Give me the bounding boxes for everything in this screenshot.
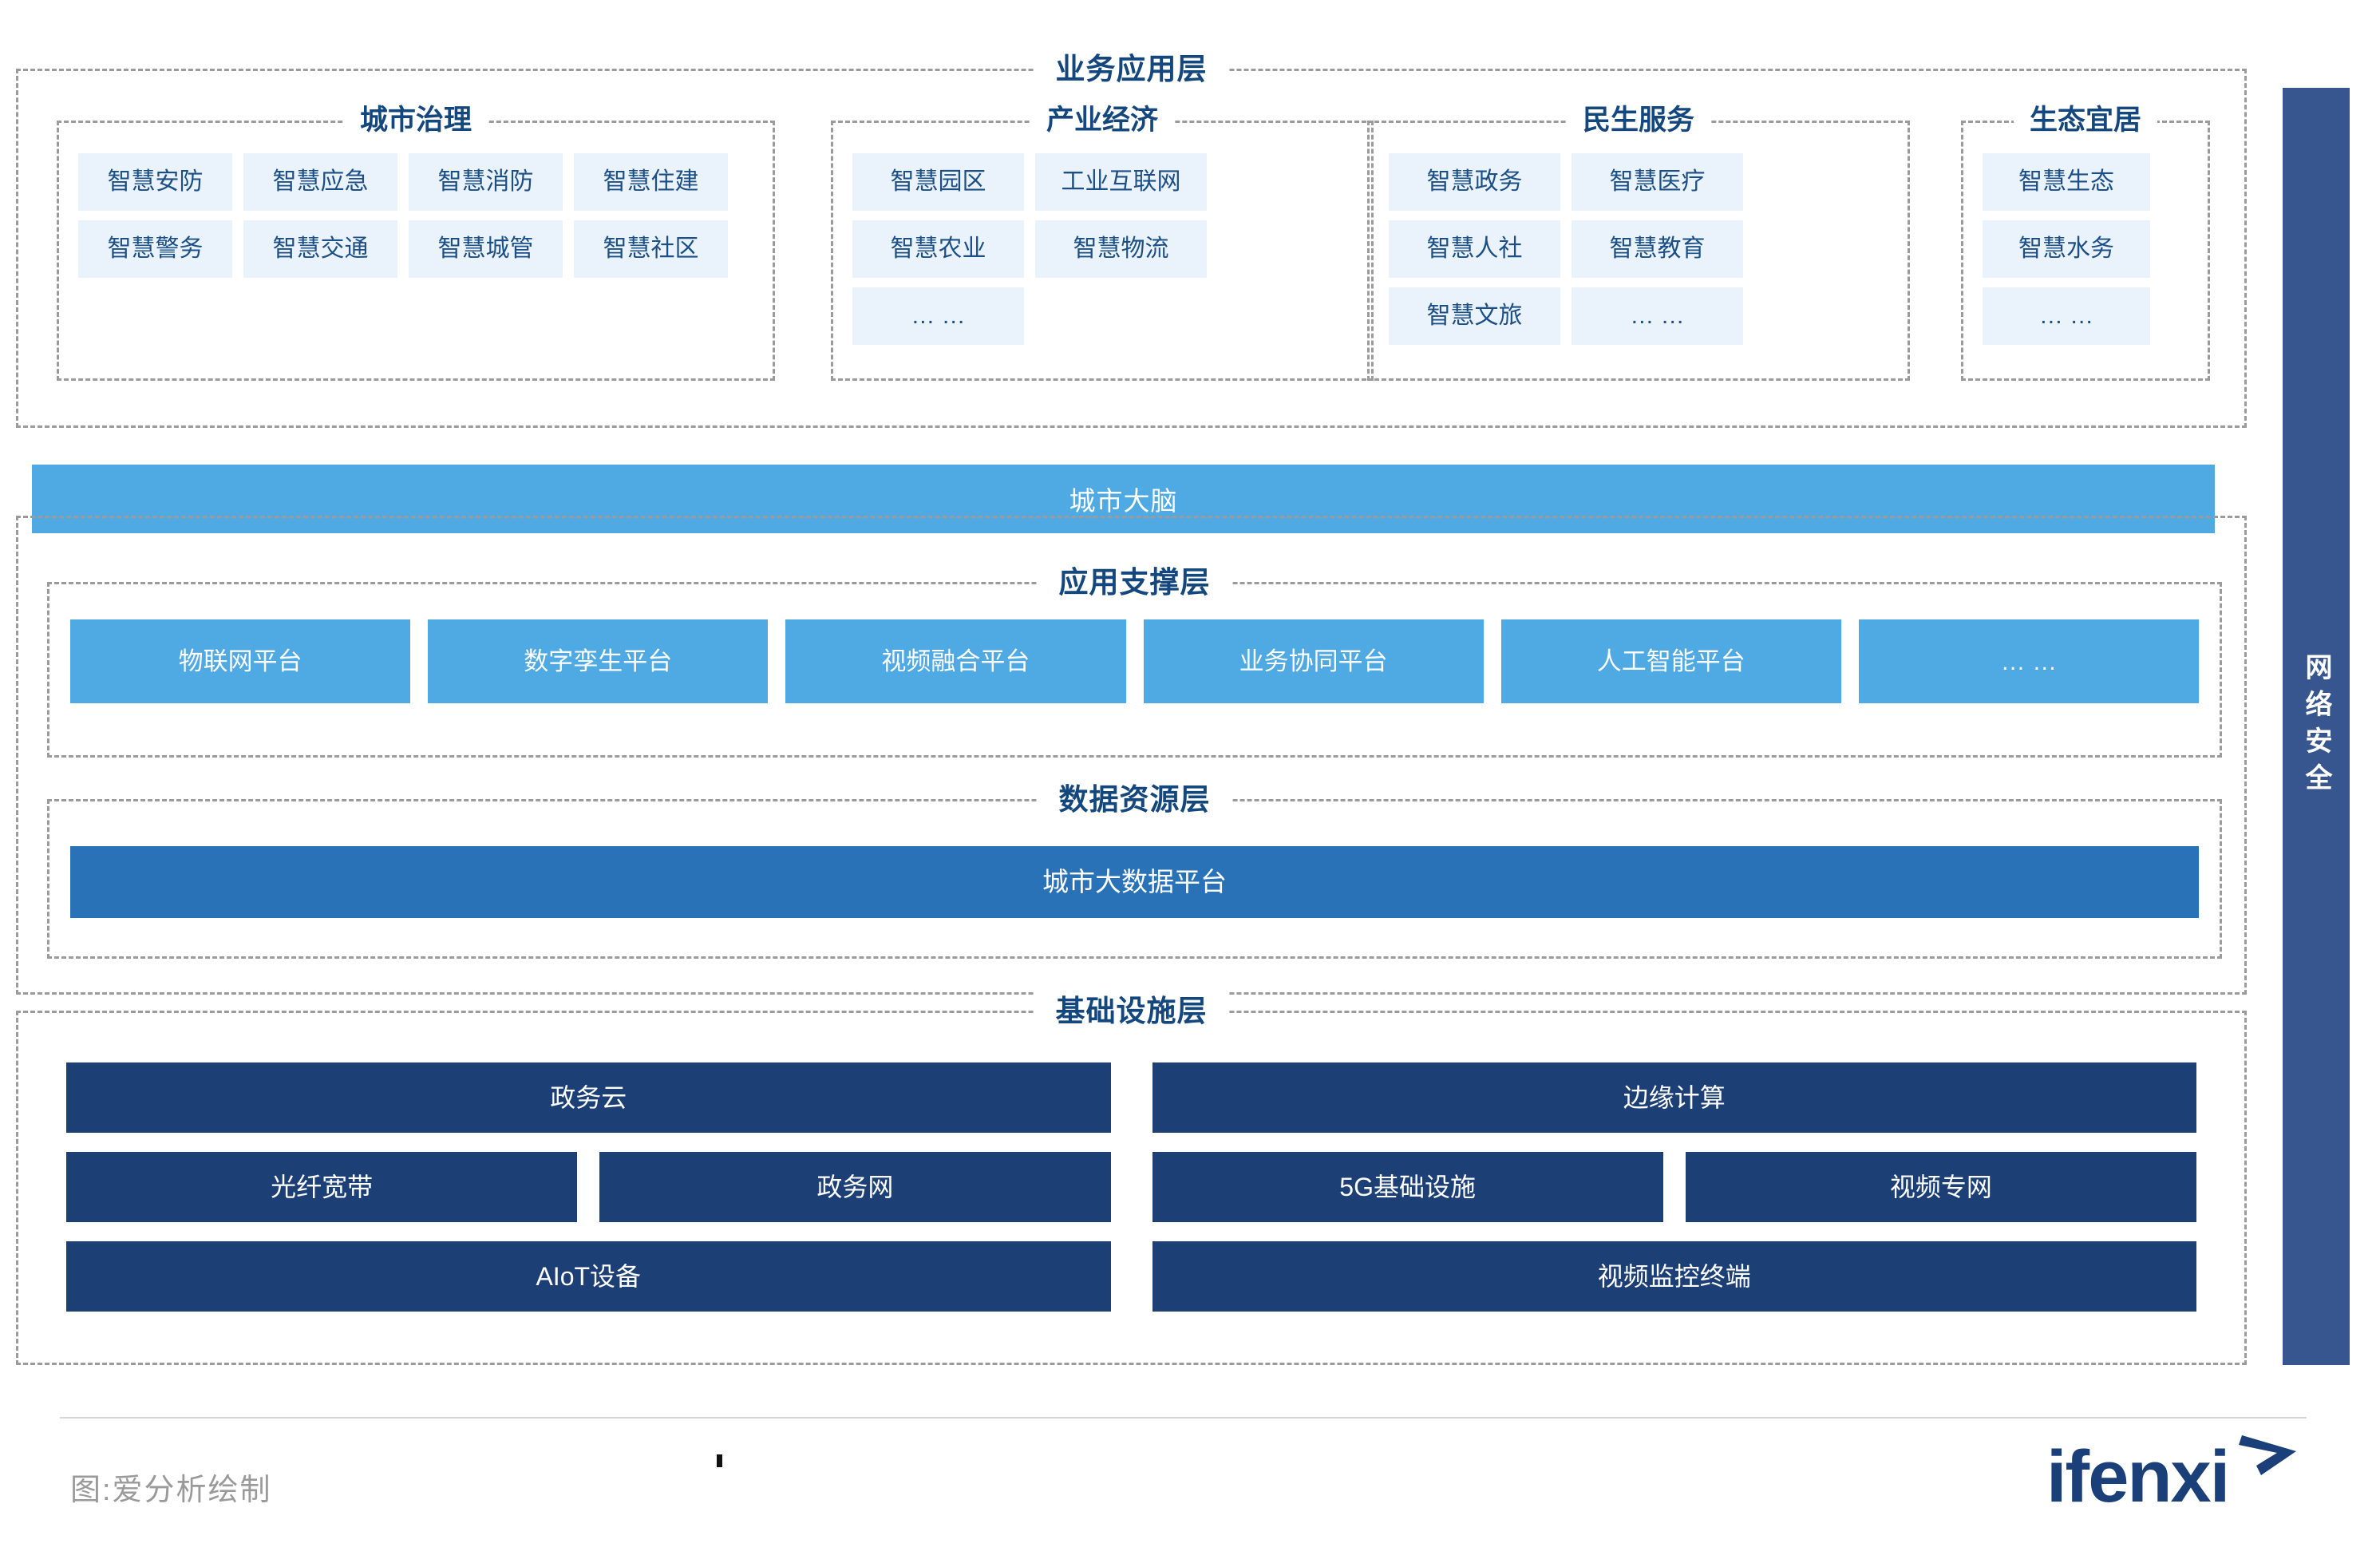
app-chip[interactable]: 智慧农业 [852,220,1024,278]
data-layer-title: 数据资源层 [1038,778,1232,822]
infra-right-middle-row: 5G基础设施 视频专网 [1152,1152,2196,1222]
infra-left-middle-row: 光纤宽带 政务网 [66,1152,1111,1222]
app-chip[interactable]: 工业互联网 [1035,153,1207,211]
platform-chip[interactable]: 数字孪生平台 [428,619,769,703]
support-platform-row: 物联网平台 数字孪生平台 视频融合平台 业务协同平台 人工智能平台 … … [70,619,2200,703]
infra-chip-fiber-broadband[interactable]: 光纤宽带 [66,1152,578,1222]
app-chip[interactable]: 智慧教育 [1572,220,1743,278]
app-chip[interactable]: 智慧文旅 [1389,287,1560,345]
platform-chip[interactable]: 业务协同平台 [1143,619,1484,703]
infrastructure-right-column: 边缘计算 5G基础设施 视频专网 视频监控终端 [1152,1062,2196,1312]
app-chip[interactable]: 智慧住建 [574,153,728,211]
city-big-data-platform-bar[interactable]: 城市大数据平台 [70,846,2199,918]
ifenxi-logo-text: ifenxi [2046,1436,2230,1517]
group-public-services: 民生服务 智慧政务 智慧医疗 智慧人社 智慧教育 智慧文旅 … … [1367,97,1910,381]
group-industrial-economy: 产业经济 智慧园区 工业互联网 智慧农业 智慧物流 … … [831,97,1374,381]
business-layer-title: 业务应用层 [1034,47,1228,92]
platform-chip[interactable]: 物联网平台 [70,619,411,703]
group-public-services-items: 智慧政务 智慧医疗 智慧人社 智慧教育 智慧文旅 … … [1389,153,1888,345]
support-layer-title: 应用支撑层 [1038,560,1232,605]
app-chip-ellipsis[interactable]: … … [1983,287,2150,345]
infra-chip-aiot-devices[interactable]: AIoT设备 [66,1241,1111,1312]
app-chip[interactable]: 智慧安防 [78,153,232,211]
footer-source-note: 图:爱分析绘制 [70,1474,272,1507]
middle-platform-container: 应用支撑层 物联网平台 数字孪生平台 视频融合平台 业务协同平台 人工智能平台 … [16,516,2247,995]
city-brain-label: 城市大脑 [1069,486,1178,516]
group-industrial-economy-items: 智慧园区 工业互联网 智慧农业 智慧物流 … … [852,153,1352,345]
app-chip-ellipsis[interactable]: … … [852,287,1024,345]
group-industrial-economy-title: 产业经济 [1030,97,1175,144]
infra-chip-gov-cloud[interactable]: 政务云 [66,1062,1111,1133]
group-ecological-livability-title: 生态宜居 [2013,97,2158,144]
city-brain-bar[interactable]: 城市大脑 [32,465,2215,533]
group-public-services-title: 民生服务 [1566,97,1711,144]
app-chip[interactable]: 智慧物流 [1035,220,1207,278]
app-chip[interactable]: 智慧生态 [1983,153,2150,211]
application-support-layer: 应用支撑层 物联网平台 数字孪生平台 视频融合平台 业务协同平台 人工智能平台 … [47,560,2222,758]
app-chip[interactable]: 智慧应急 [243,153,397,211]
app-chip[interactable]: 智慧水务 [1983,220,2150,278]
platform-chip-ellipsis[interactable]: … … [1858,619,2200,703]
group-ecological-livability: 生态宜居 智慧生态 智慧水务 … … [1961,97,2210,381]
business-group-container: 城市治理 智慧安防 智慧应急 智慧消防 智慧住建 智慧警务 智慧交通 智慧城管 … [18,71,2244,425]
infra-chip-video-private-network[interactable]: 视频专网 [1685,1152,2196,1222]
footer-divider [60,1417,2307,1419]
infra-chip-edge-computing[interactable]: 边缘计算 [1152,1062,2196,1133]
network-security-label: 网络安全 [2301,653,2331,800]
app-chip[interactable]: 智慧交通 [243,220,397,278]
app-chip[interactable]: 智慧园区 [852,153,1024,211]
network-security-rail[interactable]: 网络安全 [2283,88,2350,1365]
infrastructure-layer: 基础设施层 政务云 光纤宽带 政务网 AIoT设备 边缘计算 5G基础设施 视频… [16,989,2247,1365]
footer-marker [717,1454,722,1467]
app-chip-ellipsis[interactable]: … … [1572,287,1743,345]
infra-chip-gov-network[interactable]: 政务网 [599,1152,1111,1222]
infrastructure-layer-title: 基础设施层 [1034,989,1228,1034]
business-application-layer: 业务应用层 城市治理 智慧安防 智慧应急 智慧消防 智慧住建 智慧警务 智慧交通… [16,47,2247,428]
infrastructure-columns: 政务云 光纤宽带 政务网 AIoT设备 边缘计算 5G基础设施 视频专网 视频监… [66,1062,2196,1312]
app-chip[interactable]: 智慧人社 [1389,220,1560,278]
app-chip[interactable]: 智慧社区 [574,220,728,278]
app-chip[interactable]: 智慧城管 [409,220,563,278]
arrow-icon [2237,1430,2309,1484]
platform-chip[interactable]: 人工智能平台 [1500,619,1841,703]
ifenxi-logo: ifenxi [2046,1435,2310,1523]
app-chip[interactable]: 智慧警务 [78,220,232,278]
infra-chip-5g-infrastructure[interactable]: 5G基础设施 [1152,1152,1663,1222]
app-chip[interactable]: 智慧政务 [1389,153,1560,211]
app-chip[interactable]: 智慧消防 [409,153,563,211]
data-resource-layer: 数据资源层 城市大数据平台 [47,778,2222,959]
group-city-governance: 城市治理 智慧安防 智慧应急 智慧消防 智慧住建 智慧警务 智慧交通 智慧城管 … [57,97,775,381]
infrastructure-left-column: 政务云 光纤宽带 政务网 AIoT设备 [66,1062,1111,1312]
group-ecological-livability-items: 智慧生态 智慧水务 … … [1983,153,2188,345]
group-city-governance-items: 智慧安防 智慧应急 智慧消防 智慧住建 智慧警务 智慧交通 智慧城管 智慧社区 [78,153,753,278]
platform-chip[interactable]: 视频融合平台 [785,619,1126,703]
infra-chip-video-surveillance-terminal[interactable]: 视频监控终端 [1152,1241,2196,1312]
group-city-governance-title: 城市治理 [343,97,488,144]
app-chip[interactable]: 智慧医疗 [1572,153,1743,211]
architecture-diagram: 业务应用层 城市治理 智慧安防 智慧应急 智慧消防 智慧住建 智慧警务 智慧交通… [16,47,2247,1365]
